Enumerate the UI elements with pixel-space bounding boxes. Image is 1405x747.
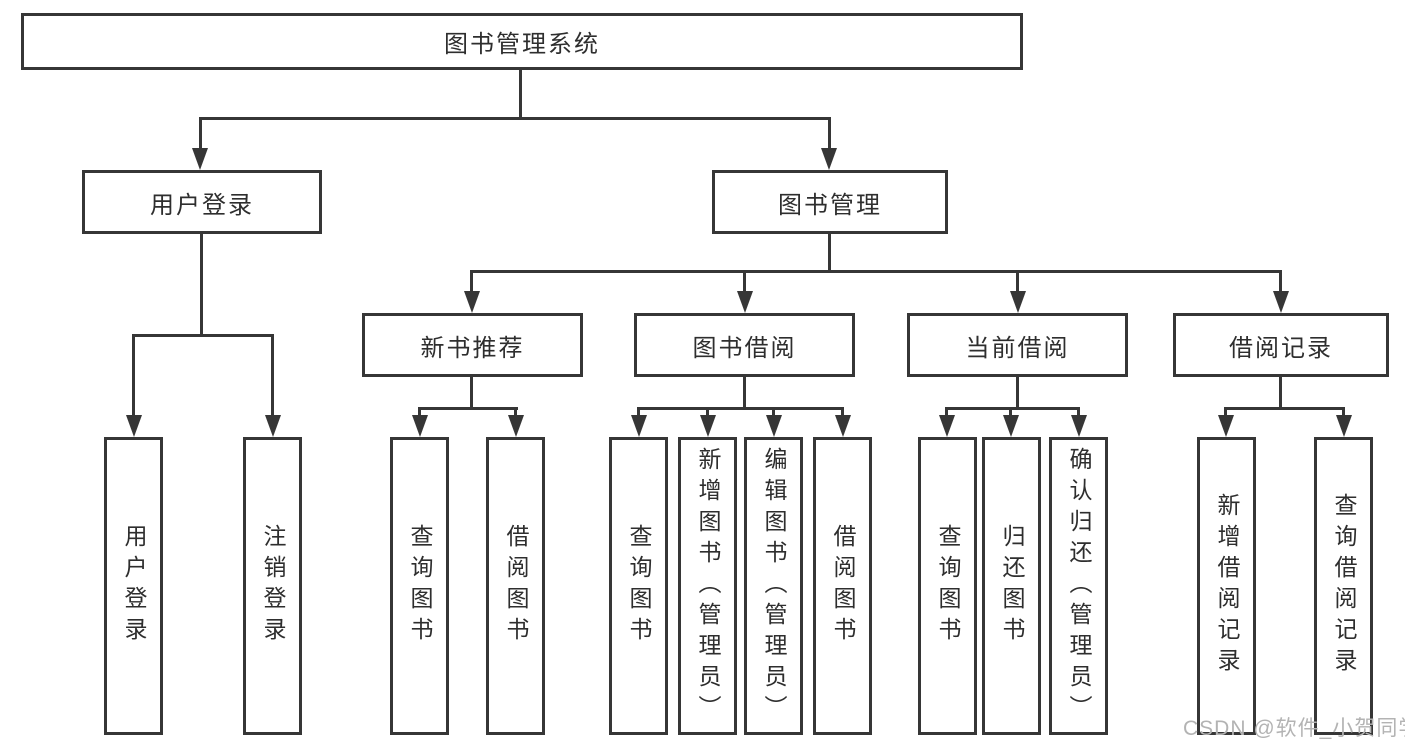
connector-stem — [1016, 377, 1019, 409]
arrowhead-down-icon — [126, 415, 142, 437]
node-label: 查询图书 — [935, 524, 961, 648]
connector-stem — [743, 377, 746, 409]
connector-stem — [200, 233, 203, 336]
arrowhead-down-icon — [821, 148, 837, 170]
node-book-management: 图书管理 — [712, 170, 948, 234]
node-label: 编辑图书（管理员） — [761, 446, 787, 726]
node-label: 借阅图书 — [830, 524, 856, 648]
connector-stem — [470, 377, 473, 409]
node-leaf-return-books: 归还图书 — [982, 437, 1041, 735]
node-label: 当前借阅 — [965, 334, 1070, 362]
arrowhead-down-icon — [766, 415, 782, 437]
connector-stem — [1342, 409, 1345, 419]
node-label: 新书推荐 — [420, 334, 525, 362]
connector-bar — [470, 270, 1282, 273]
arrowhead-down-icon — [835, 415, 851, 437]
connector-root-bar — [199, 117, 831, 120]
connector-root-stem — [519, 69, 522, 119]
node-label: 用户登录 — [121, 524, 147, 648]
node-label: 借阅记录 — [1229, 334, 1333, 362]
node-leaf-query-borrow-record: 查询借阅记录 — [1314, 437, 1373, 735]
node-leaf-add-books-admin: 新增图书（管理员） — [678, 437, 737, 735]
connector-stem — [470, 272, 473, 294]
connector-stem — [743, 272, 746, 294]
connector-stem — [199, 119, 202, 151]
node-label: 注销登录 — [260, 524, 286, 648]
node-new-book-recommendation: 新书推荐 — [362, 313, 583, 377]
arrowhead-down-icon — [939, 415, 955, 437]
arrowhead-down-icon — [1071, 415, 1087, 437]
node-book-borrowing: 图书借阅 — [634, 313, 855, 377]
connector-bar — [1224, 407, 1345, 410]
connector-stem — [132, 336, 135, 416]
node-leaf-query-books-2: 查询图书 — [609, 437, 668, 735]
connector-stem — [828, 233, 831, 272]
connector-stem — [271, 336, 274, 416]
node-label: 借阅图书 — [503, 524, 529, 648]
connector-stem — [945, 409, 948, 419]
arrowhead-down-icon — [700, 415, 716, 437]
node-leaf-query-books-3: 查询图书 — [918, 437, 977, 735]
node-library-management-system: 图书管理系统 — [21, 13, 1023, 70]
connector-stem — [841, 409, 844, 419]
node-label: 新增借阅记录 — [1214, 493, 1240, 679]
connector-bar — [945, 407, 1080, 410]
node-label: 查询借阅记录 — [1331, 493, 1357, 679]
node-label: 确认归还（管理员） — [1066, 446, 1092, 726]
node-label: 用户登录 — [150, 191, 254, 219]
node-leaf-borrow-books-2: 借阅图书 — [813, 437, 872, 735]
connector-stem — [1016, 272, 1019, 294]
connector-bar — [637, 407, 844, 410]
connector-bar — [418, 407, 518, 410]
arrowhead-down-icon — [412, 415, 428, 437]
connector-stem — [1279, 272, 1282, 294]
connector-stem — [1224, 409, 1227, 419]
node-leaf-user-login: 用户登录 — [104, 437, 163, 735]
arrowhead-down-icon — [1003, 415, 1019, 437]
connector-stem — [637, 409, 640, 419]
node-label: 图书管理 — [778, 191, 882, 219]
connector-stem — [828, 119, 831, 151]
connector-stem — [706, 409, 709, 419]
node-label: 归还图书 — [999, 524, 1025, 648]
connector-bar — [132, 334, 274, 337]
node-leaf-query-books-1: 查询图书 — [390, 437, 449, 735]
node-leaf-borrow-books-1: 借阅图书 — [486, 437, 545, 735]
arrowhead-down-icon — [265, 415, 281, 437]
connector-stem — [1009, 409, 1012, 419]
node-user-login: 用户登录 — [82, 170, 322, 234]
node-label: 图书管理系统 — [444, 31, 600, 58]
arrowhead-down-icon — [1336, 415, 1352, 437]
arrowhead-down-icon — [631, 415, 647, 437]
node-label: 新增图书（管理员） — [695, 446, 721, 726]
arrowhead-down-icon — [1218, 415, 1234, 437]
node-borrowing-records: 借阅记录 — [1173, 313, 1389, 377]
node-label: 查询图书 — [626, 524, 652, 648]
connector-stem — [772, 409, 775, 419]
arrowhead-down-icon — [1010, 291, 1026, 313]
connector-stem — [514, 409, 517, 419]
node-current-borrowing: 当前借阅 — [907, 313, 1128, 377]
node-label: 查询图书 — [407, 524, 433, 648]
connector-stem — [1077, 409, 1080, 419]
node-leaf-logout: 注销登录 — [243, 437, 302, 735]
arrowhead-down-icon — [1273, 291, 1289, 313]
connector-stem — [1279, 377, 1282, 409]
node-leaf-confirm-return-admin: 确认归还（管理员） — [1049, 437, 1108, 735]
arrowhead-down-icon — [508, 415, 524, 437]
csdn-watermark: CSDN @软件_小贺同学 — [1183, 717, 1405, 740]
node-leaf-add-borrow-record: 新增借阅记录 — [1197, 437, 1256, 735]
arrowhead-down-icon — [737, 291, 753, 313]
arrowhead-down-icon — [464, 291, 480, 313]
node-label: 图书借阅 — [692, 334, 797, 362]
node-leaf-edit-books-admin: 编辑图书（管理员） — [744, 437, 803, 735]
connector-stem — [418, 409, 421, 419]
arrowhead-down-icon — [192, 148, 208, 170]
